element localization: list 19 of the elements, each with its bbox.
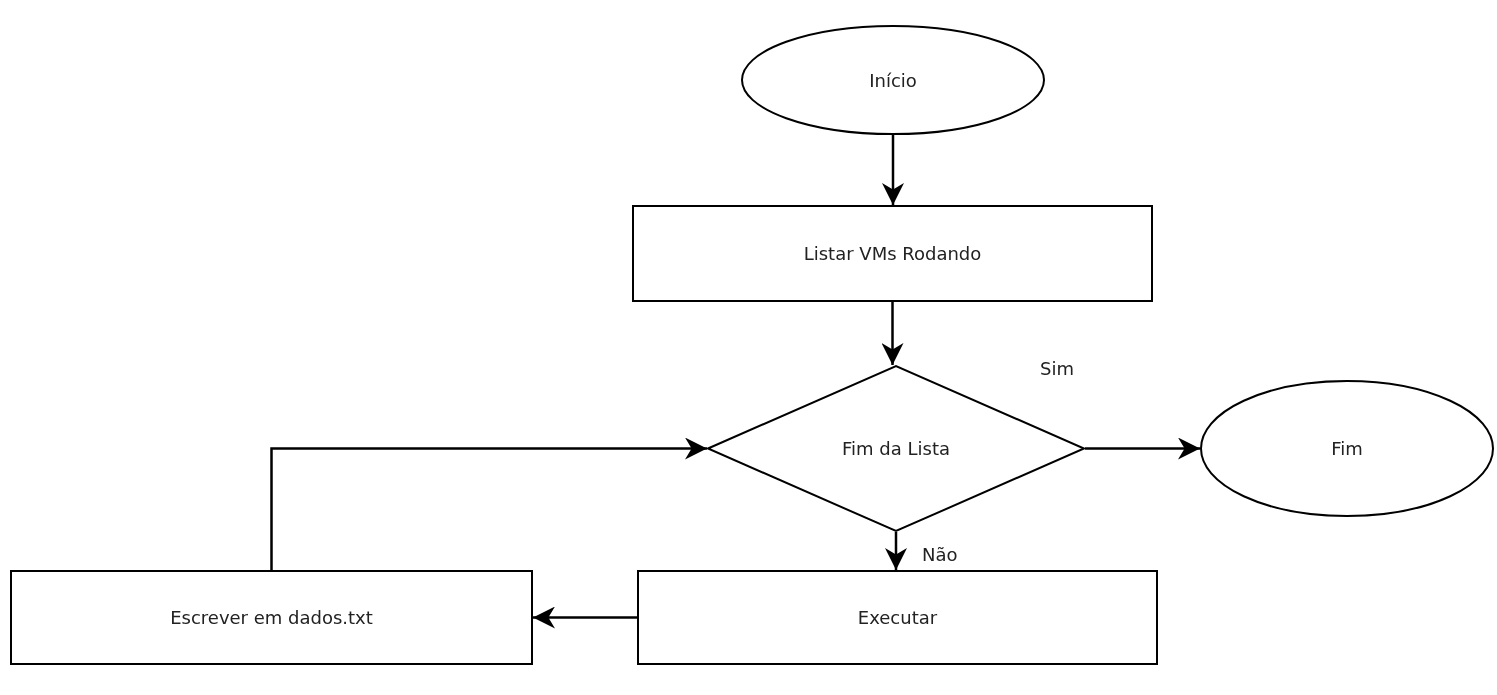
edge-label: Não (922, 544, 958, 565)
arrow (1085, 437, 1200, 460)
arrow (885, 532, 907, 570)
arrow (270, 437, 707, 570)
edge-label: Sim (1040, 358, 1074, 379)
node-label: Escrever em dados.txt (170, 607, 373, 628)
process-box (10, 570, 533, 665)
arrow (882, 135, 904, 205)
process-box (637, 570, 1158, 665)
node-label: Executar (857, 607, 938, 628)
process-box (632, 205, 1153, 302)
node-label: Listar VMs Rodando (803, 243, 982, 264)
arrow (881, 302, 904, 365)
start-ellipse (741, 25, 1045, 135)
end-ellipse (1200, 380, 1494, 517)
node-label: Fim (1331, 438, 1363, 459)
arrow (533, 606, 637, 629)
node-label: Fim da Lista (842, 438, 950, 459)
node-label: Início (869, 69, 917, 91)
